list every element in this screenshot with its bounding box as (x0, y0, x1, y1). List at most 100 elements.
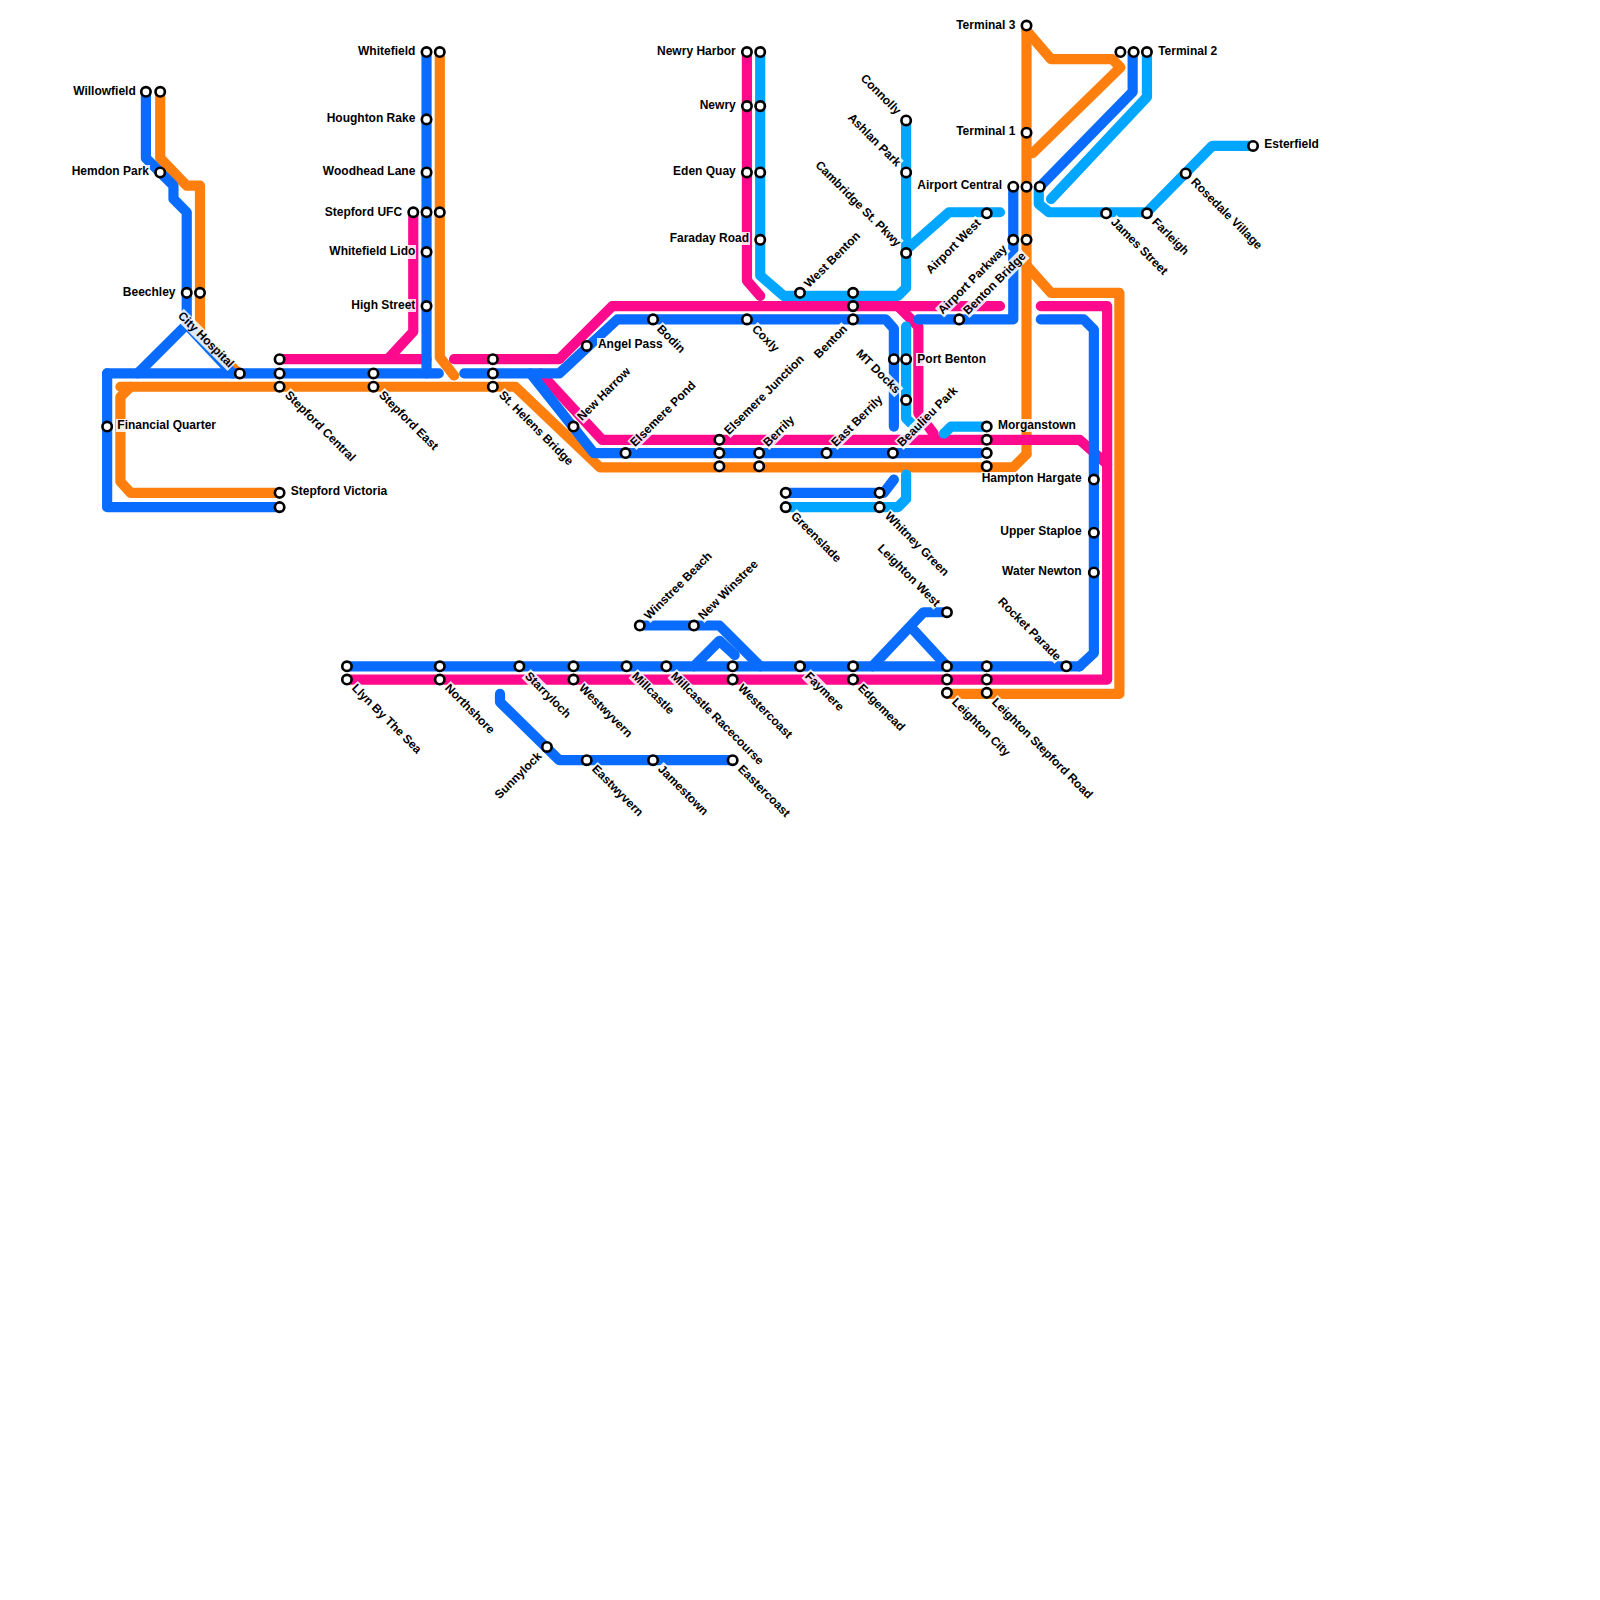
station-dot (1248, 141, 1257, 150)
station-dot (569, 422, 578, 431)
station-label: High Street (350, 299, 416, 312)
route-path (138, 92, 187, 374)
station-label: Northshore (441, 681, 497, 737)
station-dot (1089, 568, 1098, 577)
station-label: MT Docks (853, 347, 904, 398)
station-label: Westwyvern (575, 681, 635, 741)
station-dot (942, 608, 951, 617)
station-dot (848, 675, 857, 684)
station-label: Stepford East (375, 388, 441, 454)
station-label: Rosedale Village (1187, 175, 1265, 253)
station-label: East Berrily (828, 393, 886, 451)
station-dot (982, 662, 991, 671)
station-dot (435, 208, 444, 217)
station-label: Millcastle Racecourse (668, 669, 767, 768)
route-path (120, 387, 279, 493)
station-dot (1101, 209, 1110, 218)
station-dot (275, 382, 284, 391)
station-dot (848, 301, 857, 310)
station-label: Whitefield Lido (328, 245, 416, 258)
route-path (347, 306, 1107, 679)
station-dot (156, 87, 165, 96)
station-dot (342, 662, 351, 671)
station-label: Water Newton (1001, 565, 1083, 578)
station-dot (982, 209, 991, 218)
station-dots (102, 21, 1257, 765)
station-dot (742, 101, 751, 110)
station-dot (1009, 235, 1018, 244)
station-label: Morganstown (997, 419, 1077, 432)
station-dot (662, 662, 671, 671)
station-dot (848, 288, 857, 297)
station-dot (435, 675, 444, 684)
station-dot (422, 301, 431, 310)
station-dot (756, 47, 765, 56)
station-dot (982, 448, 991, 457)
station-label: Sunnylock (492, 749, 546, 803)
station-label: City Hospital (175, 308, 238, 371)
route-path (640, 626, 760, 667)
station-dot (1089, 475, 1098, 484)
station-dot (648, 756, 657, 765)
station-dot (582, 341, 591, 350)
station-label: Westercoast (734, 681, 795, 742)
station-dot (1116, 47, 1125, 56)
station-dot (982, 435, 991, 444)
station-dot (875, 488, 884, 497)
station-label: Rocket Parade (994, 594, 1064, 664)
station-dot (648, 315, 657, 324)
station-label: Upper Staploe (999, 525, 1082, 538)
station-dot (1022, 128, 1031, 137)
station-dot (715, 435, 724, 444)
station-dot (275, 354, 284, 363)
route-path (944, 427, 987, 434)
station-label: Esterfield (1263, 138, 1320, 151)
station-dot (488, 354, 497, 363)
station-dot (848, 662, 857, 671)
station-dot (715, 462, 724, 471)
station-dot (781, 502, 790, 511)
station-label: Ashlan Park (844, 110, 904, 170)
station-label: Terminal 1 (955, 125, 1016, 138)
route-path (280, 212, 427, 359)
route-path (421, 52, 431, 373)
station-dot (901, 354, 910, 363)
station-label: Angel Pass (597, 338, 664, 351)
station-dot (435, 662, 444, 671)
station-label: Hemdon Park (71, 165, 150, 178)
station-label: Coxly (748, 322, 782, 356)
station-label: West Benton (801, 229, 863, 291)
station-label: St. Helens Bridge (495, 388, 576, 469)
station-dot (622, 662, 631, 671)
station-dot (742, 168, 751, 177)
station-dot (728, 662, 737, 671)
station-label: Greenslade (787, 509, 844, 566)
station-label: New Harrow (574, 364, 634, 424)
orange-line (120, 26, 1120, 694)
station-dot (1035, 182, 1044, 191)
station-dot (942, 688, 951, 697)
station-dot (728, 675, 737, 684)
station-dot (1089, 528, 1098, 537)
station-dot (781, 488, 790, 497)
route-path (1040, 52, 1133, 187)
station-dot (901, 248, 910, 257)
station-dot (569, 662, 578, 671)
station-dot (754, 462, 763, 471)
route-path (107, 368, 439, 378)
station-dot (1142, 209, 1151, 218)
station-label: Woodhead Lane (322, 165, 416, 178)
station-dot (156, 168, 165, 177)
station-dot (342, 675, 351, 684)
station-dot (754, 448, 763, 457)
station-label: Stepford UFC (324, 206, 403, 219)
station-dot (742, 315, 751, 324)
station-dot (635, 621, 644, 630)
station-dot (275, 502, 284, 511)
station-dot (795, 288, 804, 297)
station-dot (982, 688, 991, 697)
station-dot (889, 354, 898, 363)
station-dot (982, 422, 991, 431)
